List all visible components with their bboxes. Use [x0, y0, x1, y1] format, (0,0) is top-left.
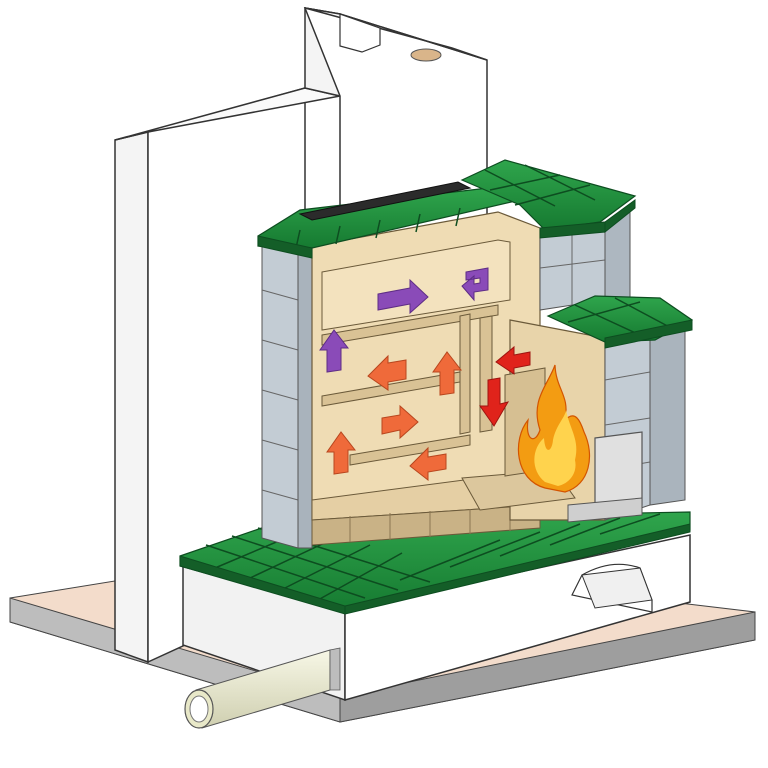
arrow-mid-left: [367, 354, 407, 391]
arrow-firebox-down: [479, 377, 510, 427]
arrow-mid-up: [432, 351, 463, 396]
stove-side-tiles: [261, 237, 313, 549]
arrow-low-up: [326, 431, 357, 475]
arrow-low-right: [381, 404, 419, 440]
tower-top-tiles: [460, 159, 637, 239]
arrow-top-exit: [461, 267, 489, 302]
arrow-up-left: [319, 329, 350, 373]
stove-right-tiles: [539, 211, 631, 311]
arrow-bottom-left: [409, 446, 447, 482]
flue-gas-arrows: [319, 267, 531, 482]
firebox-top-tiles: [546, 295, 694, 349]
flue-opening: [410, 48, 442, 62]
arrow-firebox-in: [495, 345, 531, 375]
top-tiles: [257, 181, 523, 259]
top-grille: [298, 181, 472, 221]
arrow-top-right: [377, 278, 429, 315]
fire-flame: [517, 364, 591, 493]
air-inlet-pipe: [184, 647, 341, 729]
